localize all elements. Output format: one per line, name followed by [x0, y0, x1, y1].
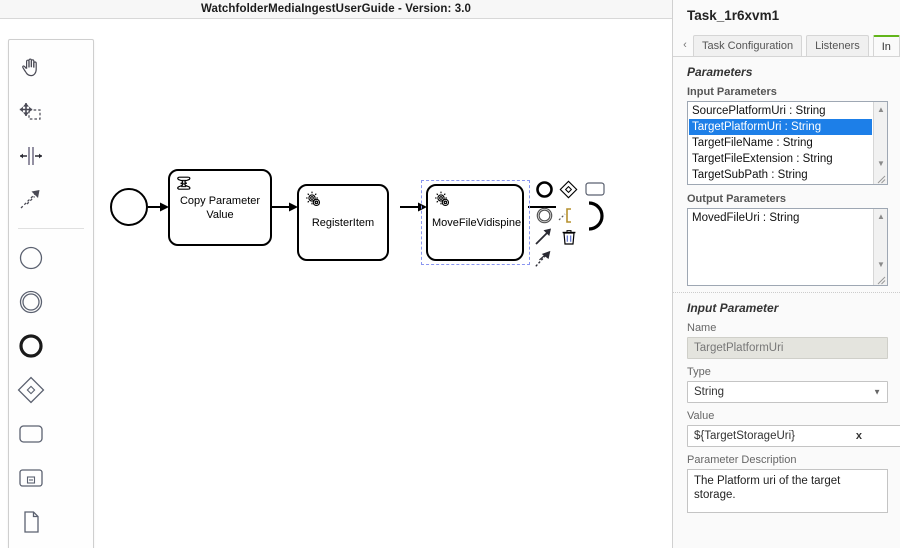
- list-item[interactable]: SourcePlatformUri : String: [692, 105, 826, 117]
- end-event-icon[interactable]: [9, 324, 52, 368]
- change-type-icon[interactable]: [583, 199, 609, 233]
- task-move-file-vidispine[interactable]: MoveFileVidispine: [426, 184, 524, 261]
- tab-task-configuration[interactable]: Task Configuration: [693, 35, 803, 56]
- diagram-canvas[interactable]: Copy Parameter Value Register: [0, 19, 672, 548]
- service-task-icon: [433, 190, 453, 215]
- intermediate-event-icon[interactable]: [9, 280, 52, 324]
- input-parameters-list: SourcePlatformUri : String TargetPlatfor…: [688, 102, 887, 183]
- window-titlebar: WatchfolderMediaIngestUserGuide - Versio…: [0, 0, 672, 19]
- bpmn-diagram: Copy Parameter Value Register: [0, 19, 672, 548]
- task-copy-parameter-value[interactable]: Copy Parameter Value: [168, 169, 272, 246]
- scroll-down-icon[interactable]: ▼: [877, 158, 885, 168]
- tab-listeners[interactable]: Listeners: [806, 35, 869, 56]
- task-label: MoveFileVidispine: [432, 216, 522, 229]
- scroll-up-icon[interactable]: ▲: [877, 104, 885, 114]
- hand-tool-icon[interactable]: [9, 46, 52, 90]
- name-label: Name: [687, 322, 717, 334]
- context-pad[interactable]: [534, 179, 606, 269]
- connect-icon[interactable]: [534, 227, 554, 247]
- tab-input-output[interactable]: In: [872, 35, 900, 56]
- type-select[interactable]: [687, 381, 888, 403]
- palette-elements-group: [9, 236, 93, 548]
- task-register-item[interactable]: RegisterItem: [297, 184, 389, 261]
- list-item[interactable]: MovedFileUri : String: [692, 212, 800, 224]
- output-parameters-list: MovedFileUri : String: [688, 209, 887, 226]
- start-event-icon[interactable]: [9, 236, 52, 280]
- input-parameter-section-title: Input Parameter: [687, 301, 779, 315]
- list-item[interactable]: TargetPlatformUri : String: [689, 119, 872, 135]
- clear-value-button[interactable]: x: [855, 430, 862, 442]
- palette-tools-group: [9, 46, 93, 222]
- input-parameters-listbox[interactable]: SourcePlatformUri : String TargetPlatfor…: [687, 101, 888, 185]
- output-parameters-scrollbar[interactable]: ▲ ▼: [873, 209, 887, 285]
- resize-grip[interactable]: [874, 272, 886, 285]
- append-intermediate-event-icon[interactable]: [534, 205, 554, 225]
- sequence-flows: [148, 202, 556, 212]
- window-title: WatchfolderMediaIngestUserGuide - Versio…: [200, 3, 471, 15]
- element-name: Task_1r6xvm1: [687, 8, 780, 23]
- script-task-icon: [175, 175, 193, 198]
- output-parameters-listbox[interactable]: MovedFileUri : String ▲ ▼: [687, 208, 888, 286]
- tab-scroll-left-icon[interactable]: ‹: [683, 39, 687, 51]
- append-gateway-icon[interactable]: [558, 179, 578, 199]
- list-item[interactable]: TargetFileName : String: [692, 137, 813, 149]
- value-field-wrapper[interactable]: x: [687, 425, 900, 447]
- append-text-annotation-icon[interactable]: [558, 205, 578, 225]
- task-label: Copy Parameter Value: [179, 194, 261, 221]
- properties-panel: Task_1r6xvm1 ‹ Task Configuration Listen…: [672, 0, 900, 548]
- parameters-section-title: Parameters: [687, 65, 753, 79]
- data-object-icon[interactable]: [9, 500, 52, 544]
- value-label: Value: [687, 410, 715, 422]
- lasso-tool-icon[interactable]: [9, 90, 52, 134]
- subprocess-icon[interactable]: [9, 456, 52, 500]
- type-label: Type: [687, 366, 711, 378]
- append-task-icon[interactable]: [583, 179, 606, 199]
- scroll-down-icon[interactable]: ▼: [877, 259, 885, 269]
- output-parameters-label: Output Parameters: [687, 193, 787, 205]
- type-select-wrapper[interactable]: ▼: [687, 381, 888, 403]
- parameter-description-field[interactable]: [687, 469, 888, 513]
- name-field[interactable]: [687, 337, 888, 359]
- resize-grip[interactable]: [874, 171, 886, 184]
- task-icon[interactable]: [9, 412, 52, 456]
- append-end-event-icon[interactable]: [534, 179, 554, 199]
- palette-divider: [18, 228, 84, 229]
- input-parameters-label: Input Parameters: [687, 86, 777, 98]
- input-parameter-section: Input Parameter Name Type ▼ Value x Para…: [673, 292, 900, 524]
- task-label: RegisterItem: [311, 216, 375, 229]
- space-tool-icon[interactable]: [9, 134, 52, 178]
- properties-tabbar[interactable]: ‹ Task Configuration Listeners In ›: [673, 31, 900, 57]
- parameters-section: Parameters Input Parameters SourcePlatfo…: [673, 57, 900, 292]
- start-event[interactable]: [110, 188, 148, 226]
- list-item[interactable]: TargetFileExtension : String: [692, 153, 833, 165]
- bpmn-palette[interactable]: [8, 39, 94, 548]
- append-message-flow-icon[interactable]: [534, 249, 554, 269]
- properties-header: Task_1r6xvm1: [673, 0, 900, 29]
- global-connect-tool-icon[interactable]: [9, 178, 52, 222]
- gateway-icon[interactable]: [9, 368, 52, 412]
- list-item[interactable]: TargetSubPath : String: [692, 169, 808, 181]
- selection-outline: [421, 180, 530, 265]
- delete-icon[interactable]: [559, 227, 579, 247]
- scroll-up-icon[interactable]: ▲: [877, 211, 885, 221]
- parameter-description-label: Parameter Description: [687, 454, 797, 466]
- service-task-icon: [304, 190, 324, 215]
- value-field[interactable]: [687, 425, 900, 447]
- input-parameters-scrollbar[interactable]: ▲ ▼: [873, 102, 887, 184]
